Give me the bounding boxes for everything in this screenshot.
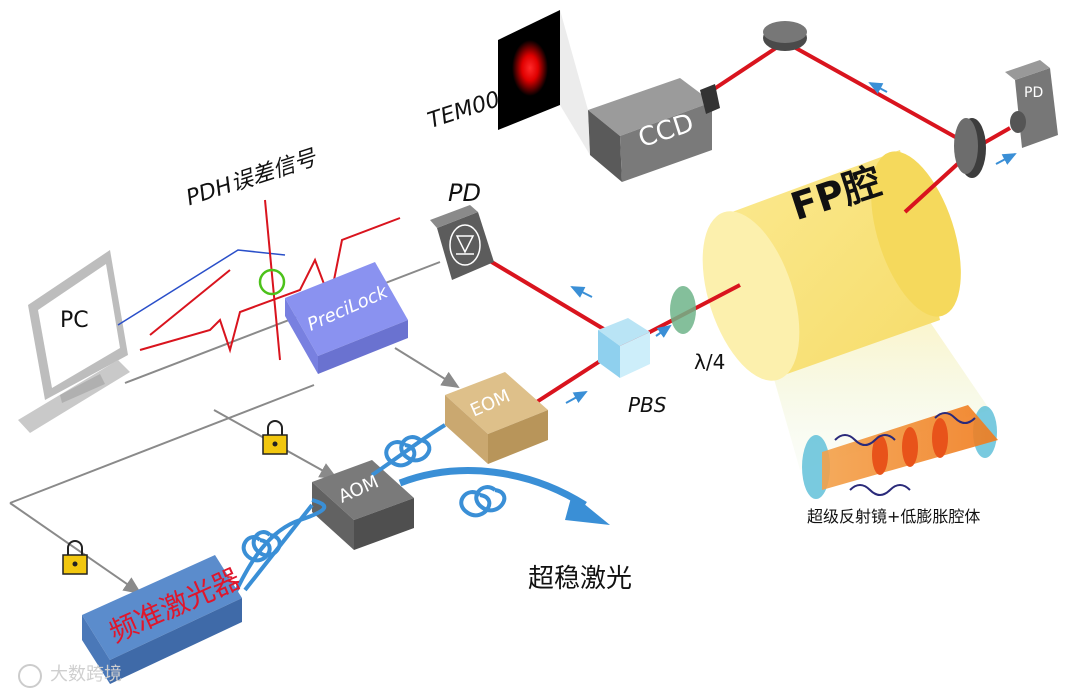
pbs-label: PBS (628, 393, 667, 417)
pd-detector-right (1005, 60, 1058, 148)
fp-cavity (702, 150, 961, 381)
laser-source (82, 555, 242, 684)
output-label: 超稳激光 (528, 564, 633, 594)
pc-label: PC (60, 308, 89, 333)
pdh-lock-point (258, 268, 286, 296)
watermark-logo (18, 664, 42, 688)
control-cables (9, 261, 460, 595)
optical-fibers (230, 423, 507, 601)
precilock-controller (285, 262, 408, 374)
pbs-cube (598, 318, 650, 378)
lock-icon (262, 420, 288, 455)
quarter-wave-label: λ/4 (694, 350, 726, 374)
aom-modulator (312, 460, 414, 550)
tem00-beam-spot (512, 40, 548, 96)
lock-icon (62, 540, 88, 575)
pdh-error-signal-plot (139, 199, 401, 361)
pd-label-left: PD (448, 179, 481, 207)
output-arrow-head (565, 494, 610, 525)
super-mirror-cavity-inset (802, 405, 998, 499)
pc-computer (18, 250, 130, 433)
eom-modulator (445, 372, 548, 464)
beam-direction-arrows (565, 82, 1017, 404)
mirror-caption: 超级反射镜+低膨胀腔体 (807, 507, 981, 526)
output-beam-arrow (398, 467, 587, 508)
pd-label-right: PD (1024, 85, 1044, 101)
pd-detector-left (430, 205, 494, 280)
ccd-camera (588, 78, 720, 182)
watermark-text: 大数跨境 (50, 664, 122, 685)
quarter-wave-plate (670, 286, 696, 334)
